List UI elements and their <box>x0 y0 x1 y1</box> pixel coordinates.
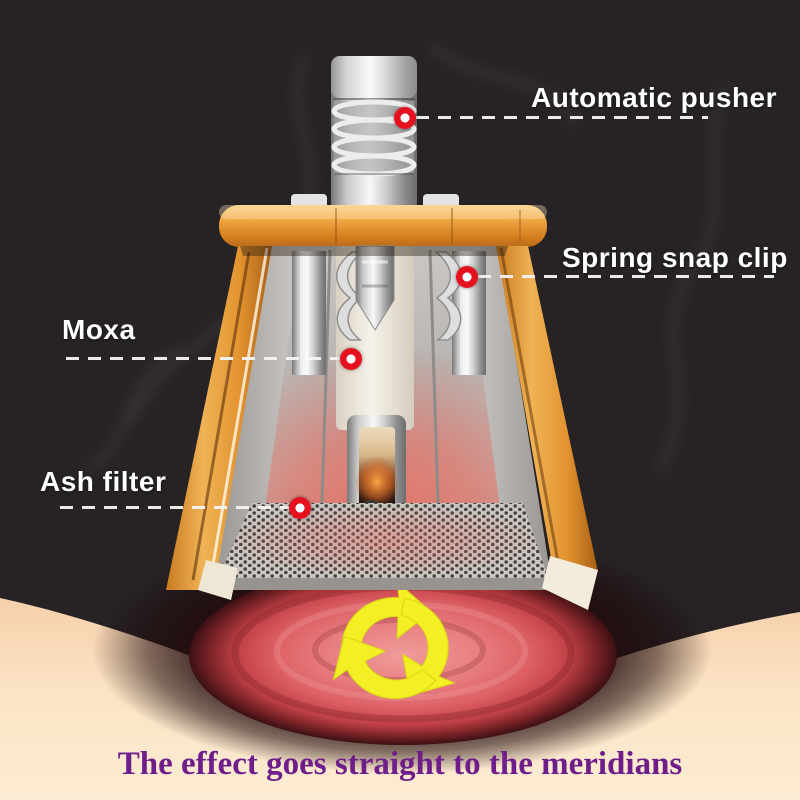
wood-edge-right <box>496 246 598 586</box>
wood-right-seam <box>499 247 564 585</box>
lid-shadow <box>240 246 508 256</box>
inner-wall-left <box>212 246 302 585</box>
wood-left-seam <box>191 251 251 581</box>
marker-dot-icon-ash-filter <box>289 497 311 519</box>
label-ash-filter: Ash filter <box>40 466 167 497</box>
wooden-lid <box>219 205 547 247</box>
skin-surface <box>0 598 800 800</box>
leader-line-automatic-pusher <box>416 116 708 119</box>
wood-left-highlight <box>207 247 269 589</box>
marker-dot-icon-moxa <box>340 348 362 370</box>
leader-line-spring-snap-clip <box>478 275 774 278</box>
marker-dot-icon-spring-snap-clip <box>456 266 478 288</box>
marker-dot-icon-automatic-pusher <box>394 107 416 129</box>
wood-edge-left <box>166 246 272 590</box>
guide-seam-left <box>320 249 332 504</box>
spring-snap-clips <box>292 251 486 375</box>
guide-seam-right <box>428 249 440 504</box>
body-bottom-edge <box>213 578 552 590</box>
label-automatic-pusher: Automatic pusher <box>531 82 778 113</box>
leader-line-moxa <box>66 357 342 360</box>
label-spring-snap-clip: Spring snap clip <box>562 242 788 273</box>
caption-text: The effect goes straight to the meridian… <box>117 746 683 782</box>
pusher-cylinder <box>331 56 417 212</box>
inner-wall-right <box>466 246 552 585</box>
foot-left <box>198 560 238 600</box>
lid-nub-right <box>423 194 459 208</box>
pusher-rod <box>355 245 395 331</box>
label-moxa: Moxa <box>62 314 136 345</box>
lid-nub-left <box>291 194 327 208</box>
ash-filter-mesh <box>218 503 548 578</box>
leader-line-ash-filter <box>60 506 291 509</box>
foot-right <box>542 556 598 610</box>
